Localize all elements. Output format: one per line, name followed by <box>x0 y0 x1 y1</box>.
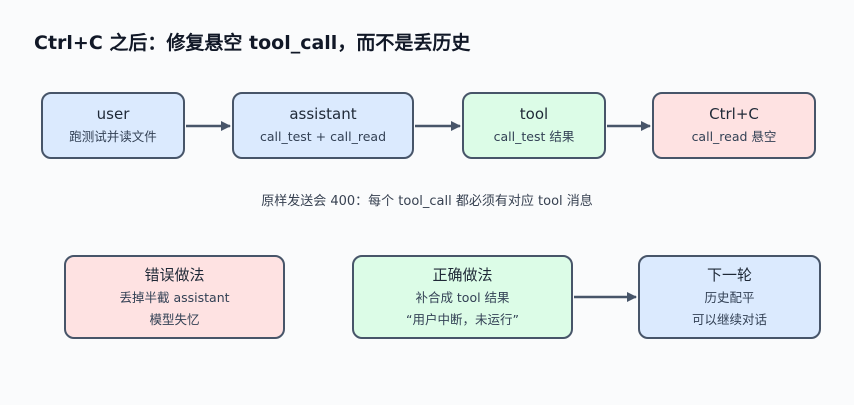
node-wrong-title: 错误做法 <box>144 265 205 284</box>
node-user-title: user <box>96 105 130 123</box>
diagram-title: Ctrl+C 之后：修复悬空 tool_call，而不是丢历史 <box>34 32 471 54</box>
node-next-sub2: 可以继续对话 <box>691 311 767 327</box>
node-correct-sub1: 补合成 tool 结果 <box>415 289 510 305</box>
node-next-title: 下一轮 <box>706 265 752 284</box>
node-tool-sub: call_test 结果 <box>493 129 575 144</box>
node-next-sub1: 历史配平 <box>704 289 755 305</box>
node-ctrlc-sub: call_read 悬空 <box>691 129 777 144</box>
node-ctrlc: Ctrl+C call_read 悬空 <box>652 92 816 159</box>
node-user-sub: 跑测试并读文件 <box>69 129 157 144</box>
node-tool-title: tool <box>519 105 549 123</box>
node-correct-title: 正确做法 <box>432 265 493 284</box>
node-wrong-sub1: 丢掉半截 assistant <box>119 289 230 305</box>
node-next-turn: 下一轮 历史配平 可以继续对话 <box>638 255 821 339</box>
node-correct-sub2: “用户中断，未运行” <box>406 311 519 327</box>
node-assistant: assistant call_test + call_read <box>232 92 414 159</box>
node-wrong-approach: 错误做法 丢掉半截 assistant 模型失忆 <box>64 255 285 339</box>
node-correct-approach: 正确做法 补合成 tool 结果 “用户中断，未运行” <box>352 255 573 339</box>
node-assistant-title: assistant <box>289 105 357 123</box>
node-tool: tool call_test 结果 <box>462 92 606 159</box>
node-ctrlc-title: Ctrl+C <box>709 105 759 123</box>
node-wrong-sub2: 模型失忆 <box>149 311 200 327</box>
node-assistant-sub: call_test + call_read <box>259 129 387 144</box>
node-user: user 跑测试并读文件 <box>41 92 185 159</box>
note-text: 原样发送会 400：每个 tool_call 都必须有对应 tool 消息 <box>261 194 593 209</box>
